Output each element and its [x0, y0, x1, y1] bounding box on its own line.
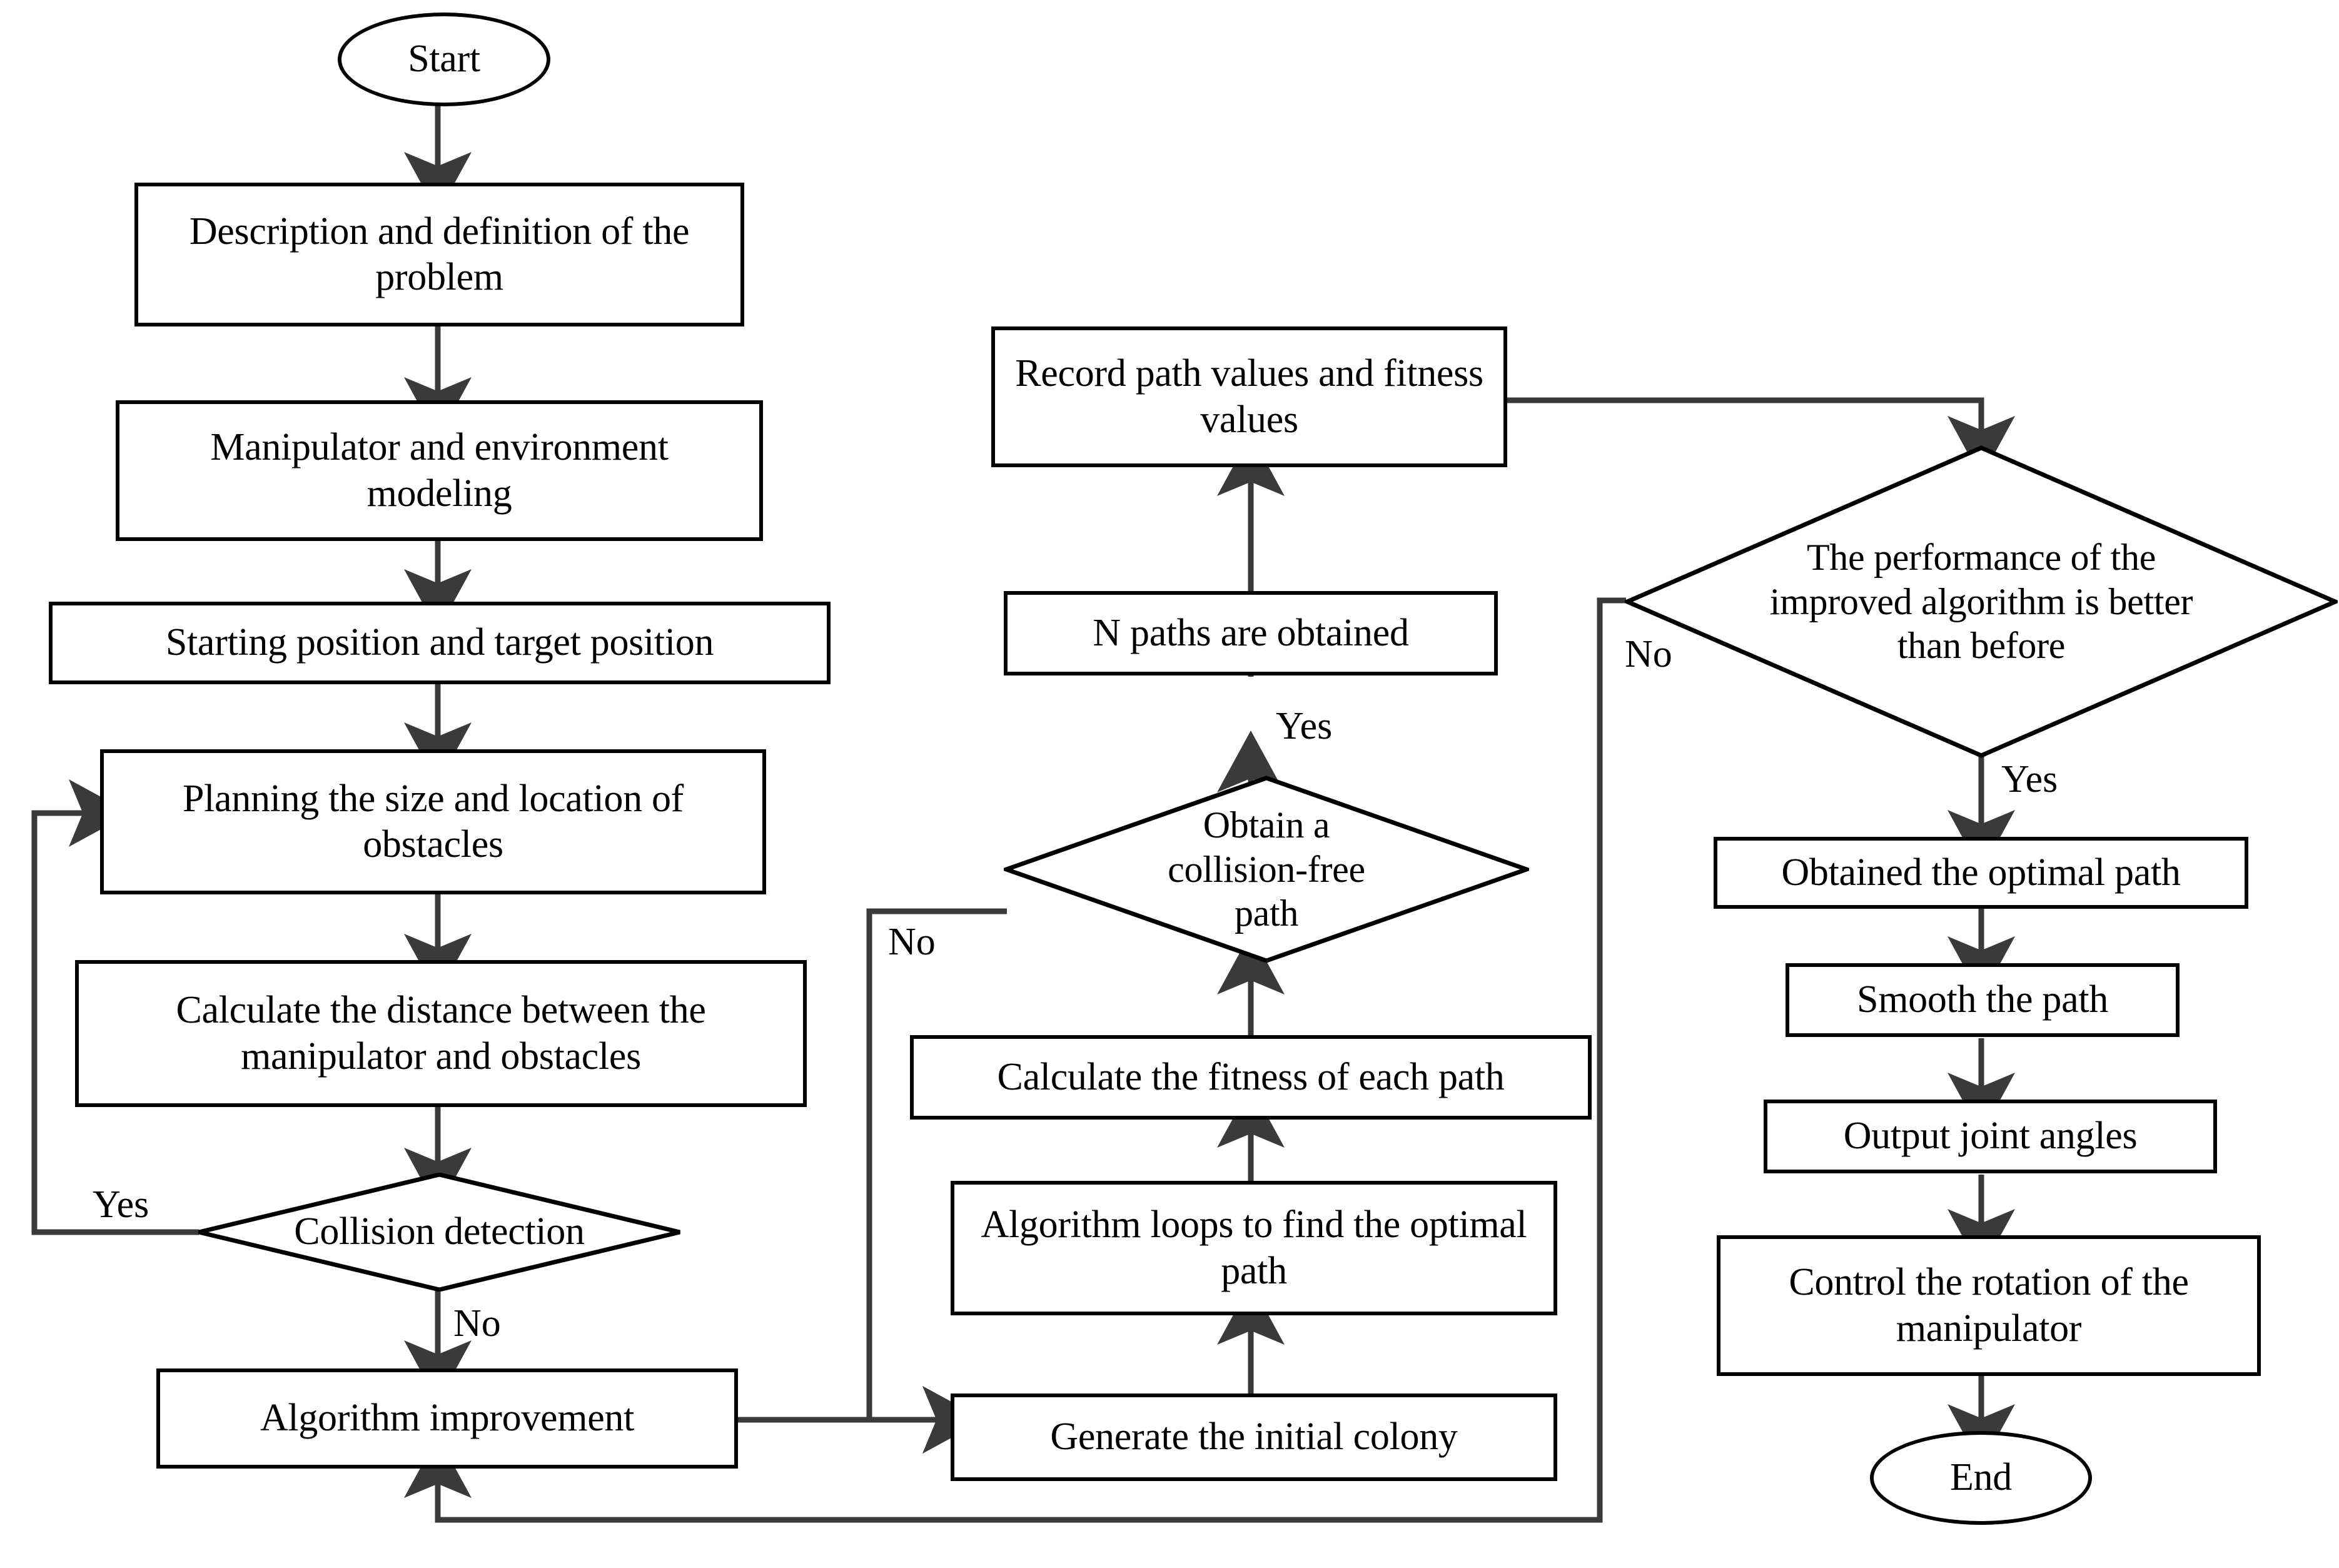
node-collisionfree[interactable]: Obtain a collision-free path	[1004, 776, 1529, 963]
node-description-label: Description and definition of the proble…	[189, 210, 690, 298]
node-distance-label: Calculate the distance between the manip…	[176, 989, 706, 1078]
node-colony[interactable]: Generate the initial colony	[951, 1393, 1557, 1481]
edge-collisionfree-no-colony	[866, 908, 1007, 1454]
node-fitness-label: Calculate the fitness of each path	[997, 1055, 1505, 1098]
node-loops-label: Algorithm loops to find the optimal path	[981, 1203, 1527, 1292]
node-improvement[interactable]: Algorithm improvement	[156, 1368, 738, 1469]
node-output[interactable]: Output joint angles	[1764, 1100, 2217, 1173]
edge-label-performance-no: No	[1625, 633, 1672, 675]
node-end[interactable]: End	[1870, 1431, 2092, 1525]
node-improvement-label: Algorithm improvement	[260, 1397, 635, 1440]
node-smooth-label: Smooth the path	[1857, 978, 2108, 1021]
node-loops[interactable]: Algorithm loops to find the optimal path	[951, 1181, 1557, 1315]
node-description[interactable]: Description and definition of the proble…	[134, 183, 744, 326]
node-smooth[interactable]: Smooth the path	[1786, 963, 2180, 1037]
node-modeling[interactable]: Manipulator and environment modeling	[116, 400, 763, 541]
node-start[interactable]: Start	[338, 13, 550, 106]
node-start-label: Start	[408, 38, 480, 81]
node-record-label: Record path values and fitness values	[1015, 352, 1483, 441]
node-fitness[interactable]: Calculate the fitness of each path	[910, 1035, 1592, 1120]
edge-label-collision-no: No	[453, 1302, 501, 1345]
node-control[interactable]: Control the rotation of the manipulator	[1717, 1235, 2261, 1376]
edge-label-collisionfree-yes: Yes	[1276, 705, 1333, 747]
node-positions-label: Starting position and target position	[165, 621, 714, 664]
node-output-label: Output joint angles	[1843, 1115, 2138, 1158]
node-end-label: End	[1950, 1456, 2012, 1499]
edge-record-performance	[1507, 397, 2015, 478]
node-npaths-label: N paths are obtained	[1093, 611, 1409, 654]
node-optimalpath[interactable]: Obtained the optimal path	[1714, 837, 2248, 909]
edge-label-collision-yes: Yes	[93, 1183, 149, 1226]
edge-label-collisionfree-no: No	[888, 921, 936, 963]
node-collision[interactable]: Collision detection	[197, 1173, 682, 1292]
edge-label-performance-yes: Yes	[2001, 758, 2058, 801]
node-control-label: Control the rotation of the manipulator	[1789, 1261, 2189, 1350]
node-performance[interactable]: The performance of the improved algorith…	[1625, 445, 2338, 758]
node-record[interactable]: Record path values and fitness values	[991, 326, 1507, 467]
node-distance[interactable]: Calculate the distance between the manip…	[75, 960, 807, 1107]
node-colony-label: Generate the initial colony	[1050, 1415, 1458, 1459]
node-performance-label: The performance of the improved algorith…	[1769, 536, 2193, 667]
node-optimalpath-label: Obtained the optimal path	[1781, 851, 2181, 894]
node-modeling-label: Manipulator and environment modeling	[210, 426, 669, 515]
node-collisionfree-label: Obtain a collision-free path	[1168, 804, 1365, 934]
node-obstacles-label: Planning the size and location of obstac…	[182, 777, 684, 866]
node-positions[interactable]: Starting position and target position	[49, 602, 831, 684]
node-obstacles[interactable]: Planning the size and location of obstac…	[100, 749, 766, 894]
node-collision-label: Collision detection	[294, 1210, 585, 1253]
node-npaths[interactable]: N paths are obtained	[1004, 591, 1498, 675]
performance-diamond-shape	[1625, 445, 2338, 758]
